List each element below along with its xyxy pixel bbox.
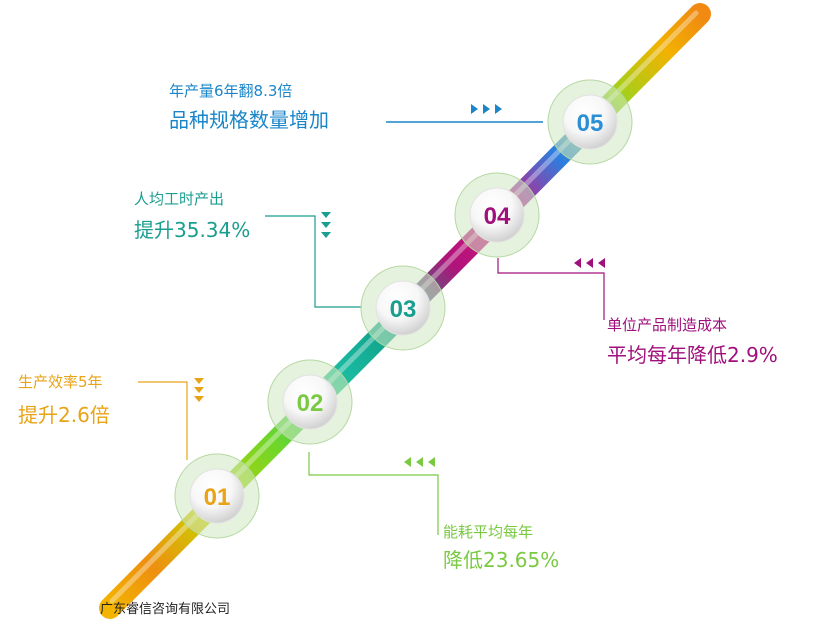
step-05-line1: 年产量6年翻8.3倍 bbox=[169, 82, 293, 100]
company-credit: 广东睿信咨询有限公司 bbox=[100, 602, 231, 617]
step-04-line2: 平均每年降低2.9% bbox=[607, 343, 778, 367]
step-01-line1: 生产效率5年 bbox=[18, 373, 103, 391]
arrows-04 bbox=[574, 258, 605, 268]
step-05-line2: 品种规格数量增加 bbox=[169, 108, 329, 132]
connector-03 bbox=[265, 215, 362, 308]
step-03-line1: 人均工时产出 bbox=[134, 190, 225, 208]
step-node-03: 03 bbox=[360, 265, 446, 351]
step-04-line1: 单位产品制造成本 bbox=[607, 316, 728, 334]
step-02-line1: 能耗平均每年 bbox=[443, 523, 534, 541]
step-number-04: 04 bbox=[484, 203, 511, 230]
connector-04 bbox=[497, 258, 605, 320]
arrows-05 bbox=[471, 104, 502, 114]
arrows-02 bbox=[404, 457, 435, 467]
step-01-line2: 提升2.6倍 bbox=[18, 403, 110, 427]
step-number-01: 01 bbox=[204, 484, 231, 511]
step-number-03: 03 bbox=[390, 296, 417, 323]
connector-01 bbox=[138, 381, 188, 460]
step-03-line2: 提升35.34% bbox=[134, 218, 251, 242]
step-number-05: 05 bbox=[577, 110, 604, 137]
step-number-02: 02 bbox=[297, 390, 324, 417]
arrows-03 bbox=[321, 212, 331, 238]
step-node-05: 05 bbox=[547, 79, 633, 165]
step-node-01: 01 bbox=[174, 453, 260, 539]
step-node-02: 02 bbox=[267, 359, 353, 445]
arrows-01 bbox=[194, 378, 204, 402]
step-02-line2: 降低23.65% bbox=[443, 548, 560, 572]
step-node-04: 04 bbox=[454, 172, 540, 258]
connector-02 bbox=[308, 452, 439, 535]
